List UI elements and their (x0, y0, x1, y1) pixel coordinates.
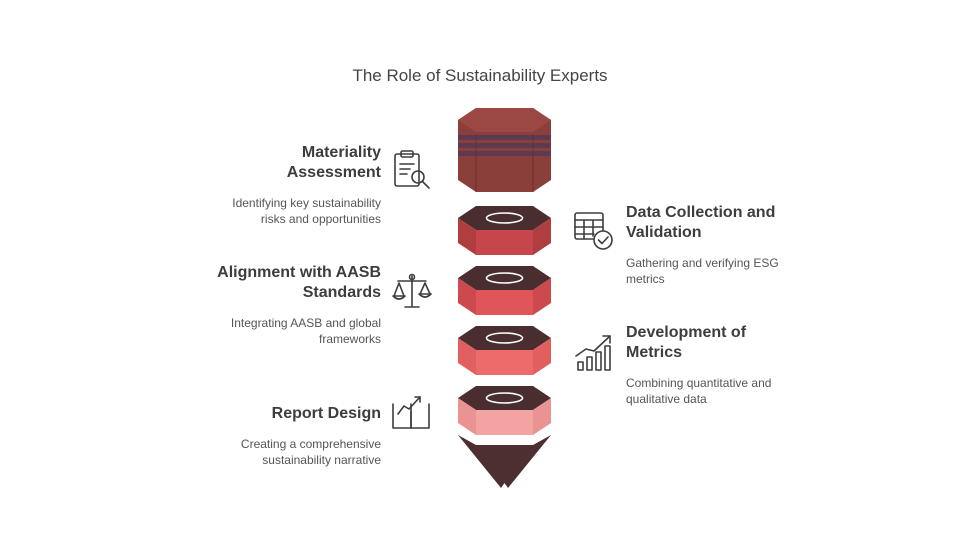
stack-segment-data-collection (458, 206, 551, 255)
scales-icon (392, 273, 432, 308)
step-description: Gathering and verifying ESG metrics (626, 256, 779, 286)
alignment-aasb-step: Alignment with AASB Standards Integratin… (200, 263, 381, 347)
stack-segment-metrics (458, 326, 551, 375)
stack-tip (458, 435, 551, 488)
step-description: Identifying key sustainability risks and… (232, 196, 381, 226)
stack-segment-materiality (458, 108, 551, 192)
step-heading: Development of Metrics (626, 324, 747, 361)
open-book-chart-icon (392, 396, 430, 429)
step-description: Combining quantitative and qualitative d… (626, 376, 772, 406)
report-design-step: Report Design Creating a comprehensive s… (200, 404, 381, 468)
diagram-title: The Role of Sustainability Experts (352, 66, 608, 85)
data-collection-step: Data Collection and Validation Gathering… (626, 203, 826, 287)
growth-chart-icon (575, 335, 611, 371)
clipboard-search-icon (394, 150, 430, 189)
table-check-icon (574, 212, 613, 250)
sustainability-stack-graphic (458, 108, 551, 488)
development-metrics-step: Development of Metrics Combining quantit… (626, 323, 826, 407)
step-description: Creating a comprehensive sustainability … (240, 437, 381, 467)
step-heading: Report Design (271, 405, 381, 422)
step-heading: Materiality Assessment (286, 144, 381, 181)
materiality-assessment-step: Materiality Assessment Identifying key s… (200, 143, 381, 227)
step-heading: Data Collection and Validation (626, 204, 776, 241)
step-heading: Alignment with AASB Standards (217, 264, 381, 301)
stack-segment-report-design (458, 386, 551, 435)
stack-segment-alignment (458, 266, 551, 315)
step-description: Integrating AASB and global frameworks (230, 316, 381, 346)
